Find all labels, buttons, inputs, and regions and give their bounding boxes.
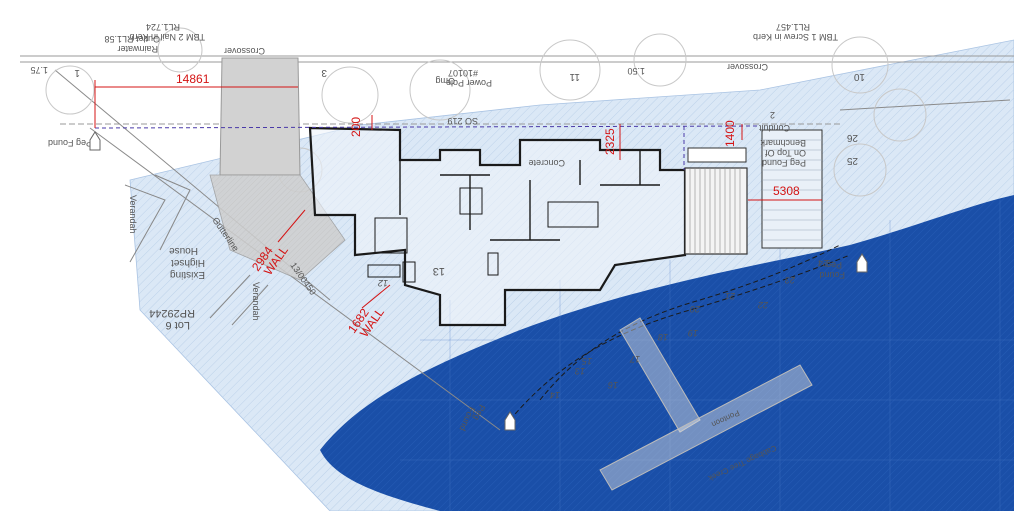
peg-found-left: Peg Found	[48, 138, 92, 148]
contour-19: 19	[688, 328, 698, 338]
benchmark-3: Peg Found	[762, 158, 806, 168]
conduit-line2: 2	[770, 110, 775, 120]
rainwater-line2: Outlet RL1.58	[104, 34, 160, 44]
crossover-right: Crossover	[727, 62, 768, 72]
so219-label: SO 219	[447, 116, 478, 126]
contour-24: 24	[818, 258, 829, 268]
tbm1-line2: RL1.457	[776, 22, 810, 32]
dim-200: 200	[349, 117, 363, 137]
dim-5308: 5308	[773, 184, 800, 198]
contour-lines	[509, 244, 851, 421]
setback-lines	[94, 125, 761, 170]
tag-26: 26	[846, 132, 858, 143]
contour-20: 20	[690, 304, 701, 314]
contour-18: 18	[658, 332, 668, 342]
tag-1: 1	[74, 67, 80, 78]
existing-house-3: House	[169, 245, 198, 256]
tbm2-line2: RL1.724	[146, 22, 180, 32]
verandah-top: Verandah	[128, 195, 138, 234]
verandah-bottom: Verandah	[251, 282, 261, 321]
benchmark-1: Benchmark	[760, 138, 806, 148]
trees	[45, 27, 927, 197]
driveway	[219, 57, 301, 176]
peg-markers	[89, 131, 868, 431]
conduit-line1: Conduit	[758, 123, 790, 133]
contour-16: 16	[608, 380, 618, 390]
contour-12: 12	[378, 278, 388, 288]
road-lines	[20, 55, 1014, 125]
contour-22: 22	[758, 300, 769, 310]
deck	[684, 147, 748, 255]
building-interior	[367, 150, 660, 283]
contour-17: 17	[629, 354, 640, 364]
tbm1-line1: TBM 1 Screw in Kerb	[753, 32, 838, 42]
pontoon	[599, 317, 813, 491]
power-pole-line1: Power Pole	[446, 78, 492, 88]
lot-line2: RP29244	[149, 307, 195, 319]
contour-labels: 12 13 14 15 16 17 18 19 20 21 22 23 24	[378, 258, 829, 400]
concrete-label: Concrete	[528, 158, 565, 168]
lot-13-label: 13	[433, 265, 445, 277]
existing-house-1: Existing	[170, 269, 205, 280]
lot-line1: Lot 6	[166, 319, 190, 331]
peg-found-right-1: Peg	[826, 260, 842, 270]
grid-lines	[380, 200, 1014, 511]
dim-1400: 1400	[723, 120, 737, 147]
rl-175: 1.75	[30, 65, 48, 75]
tag-3: 3	[321, 67, 327, 78]
crossover-left: Crossover	[224, 46, 265, 56]
benchmark-2: On Top Of	[765, 148, 806, 158]
contour-23: 23	[785, 275, 796, 285]
existing-house-2: Highset	[171, 257, 205, 268]
existing-house	[124, 174, 269, 326]
omg-label: Omg	[435, 76, 455, 86]
peg-found-right-2: Found	[819, 270, 845, 280]
rainwater-line1: Rainwater	[117, 44, 158, 54]
dim-14861: 14861	[176, 72, 210, 86]
power-pole-line2: #10107	[448, 68, 478, 78]
contour-13: 13	[575, 366, 585, 376]
dimension-lines	[94, 80, 822, 309]
tag-10: 10	[853, 71, 865, 82]
contour-21: 21	[725, 291, 736, 301]
rl-150: 1.50	[627, 66, 645, 76]
pool	[761, 129, 823, 249]
contour-15: 15	[581, 356, 592, 366]
contour-14: 14	[550, 390, 560, 400]
tag-25: 25	[846, 155, 858, 166]
tag-11: 11	[569, 71, 580, 82]
dim-2325: 2325	[603, 128, 617, 155]
tbm2-line1: TBM 2 Nail in Kerb	[129, 32, 205, 42]
